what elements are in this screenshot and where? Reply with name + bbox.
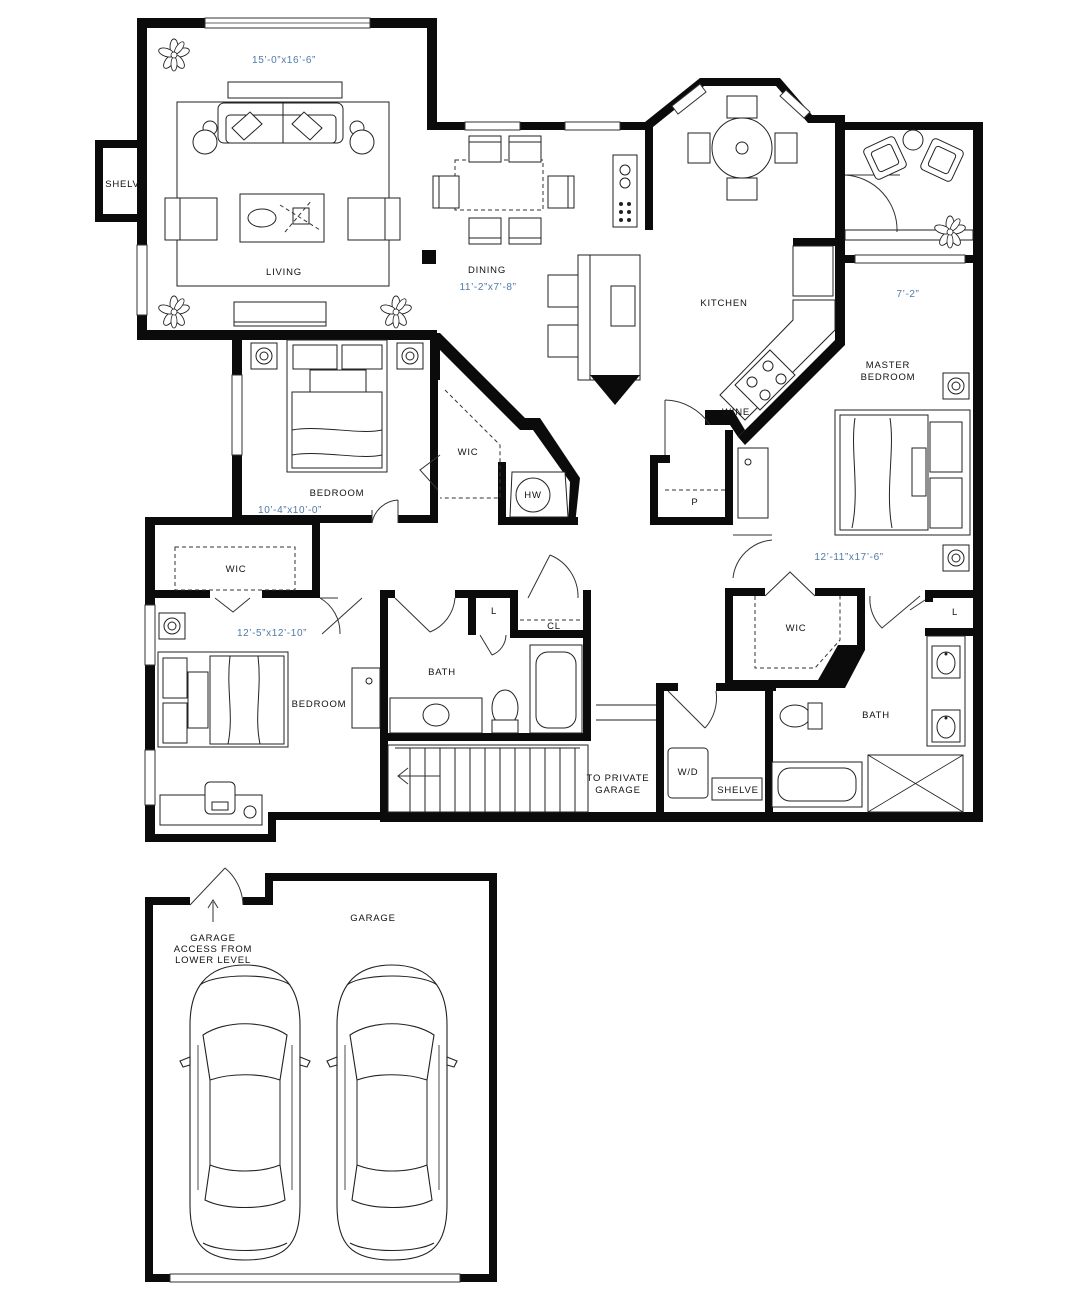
armchair-icon bbox=[920, 138, 964, 182]
plant-icon bbox=[379, 295, 413, 329]
pantry-label: P bbox=[691, 497, 698, 508]
wine-label: WINE bbox=[722, 407, 750, 418]
dining-dim: 11’-2”x7’-8” bbox=[459, 282, 516, 293]
laundry: W/D SHELVE bbox=[667, 690, 763, 801]
plant-icon bbox=[157, 295, 191, 329]
armchair-icon bbox=[164, 197, 218, 241]
plant-icon bbox=[157, 38, 191, 72]
sink-icon bbox=[931, 645, 961, 679]
dining-label: DINING bbox=[468, 265, 506, 276]
bedroom-top: BEDROOM 10’-4”x10’-0” bbox=[250, 339, 424, 524]
master-bath: WIC L BATH bbox=[754, 571, 966, 813]
bedroom-top-dim: 10’-4”x10’-0” bbox=[258, 505, 322, 516]
tub-icon bbox=[771, 761, 863, 808]
living-dim: 15’-0”x16’-6” bbox=[252, 55, 316, 66]
kitchen-label: KITCHEN bbox=[700, 298, 747, 309]
toilet-icon bbox=[779, 702, 823, 730]
sofa-icon bbox=[217, 102, 344, 144]
stairs: TO PRIVATE GARAGE bbox=[387, 704, 656, 813]
bath-center-label: BATH bbox=[428, 667, 456, 678]
sink-icon bbox=[931, 709, 961, 743]
living-label: LIVING bbox=[266, 267, 302, 278]
dining-room: DINING 11’-2”x7’-8” bbox=[432, 135, 638, 293]
porch bbox=[844, 129, 974, 249]
garage-access-2: ACCESS FROM bbox=[174, 944, 252, 955]
master-bedroom: 7’-2” MASTER BEDROOM 12’-11”x17’-6” bbox=[732, 289, 971, 579]
desk-icon bbox=[159, 781, 263, 826]
to-garage-1: TO PRIVATE bbox=[587, 773, 650, 784]
hw-label: HW bbox=[524, 490, 541, 501]
garage-access-3: LOWER LEVEL bbox=[175, 955, 251, 966]
wic-hw: WIC HW bbox=[419, 389, 569, 518]
toilet-icon bbox=[491, 689, 519, 734]
master-label-2: BEDROOM bbox=[861, 372, 916, 383]
bedroom-left-dim: 12’-5”x12’-10” bbox=[237, 628, 307, 639]
nightstand-icon bbox=[250, 342, 278, 370]
shelve-laundry-label: SHELVE bbox=[717, 785, 759, 796]
plant-icon bbox=[933, 215, 967, 249]
table-icon bbox=[239, 193, 325, 243]
garage: GARAGE ACCESS FROM LOWER LEVEL GARAGE bbox=[174, 867, 458, 1261]
closet-center-label: CL bbox=[547, 621, 561, 632]
nightstand-icon bbox=[158, 612, 186, 640]
wd-label: W/D bbox=[678, 767, 699, 778]
bedroom-left: WIC BEDROOM 12’-5”x12’-10” bbox=[157, 546, 381, 826]
nightstand-icon bbox=[942, 372, 970, 400]
armchair-icon bbox=[863, 136, 907, 180]
shelve-left-label: SHELVE bbox=[105, 179, 147, 190]
walls bbox=[95, 18, 983, 1282]
wic-left-label: WIC bbox=[226, 564, 247, 575]
bedroom-top-label: BEDROOM bbox=[310, 488, 365, 499]
linen-center-label: L bbox=[491, 606, 497, 617]
bed-icon bbox=[157, 651, 289, 748]
wic-center-label: WIC bbox=[458, 447, 479, 458]
bed-icon bbox=[834, 409, 971, 536]
nightstand-icon bbox=[942, 544, 970, 572]
wic-master-label: WIC bbox=[786, 623, 807, 634]
bath-center: L CL BATH bbox=[389, 554, 583, 734]
stove-icon bbox=[734, 349, 796, 411]
tub-icon bbox=[529, 644, 583, 734]
bath-master-label: BATH bbox=[862, 710, 890, 721]
car-icon bbox=[326, 964, 458, 1261]
windows bbox=[136, 17, 966, 1283]
master-dim: 12’-11”x17’-6” bbox=[814, 552, 883, 563]
master-label-1: MASTER bbox=[866, 360, 910, 371]
living-room: 15’-0”x16’-6” LIVING SHELVE bbox=[105, 38, 413, 329]
to-garage-2: GARAGE bbox=[595, 785, 640, 796]
car-icon bbox=[179, 964, 311, 1261]
nightstand-icon bbox=[396, 342, 424, 370]
bed-icon bbox=[286, 339, 388, 473]
bedroom-left-label: BEDROOM bbox=[292, 699, 347, 710]
garage-access-1: GARAGE bbox=[190, 933, 235, 944]
linen-master-label: L bbox=[952, 607, 958, 618]
armchair-icon bbox=[347, 197, 401, 241]
garage-label: GARAGE bbox=[350, 913, 395, 924]
master-dim-top: 7’-2” bbox=[896, 289, 919, 300]
kitchen: KITCHEN WINE P bbox=[547, 95, 836, 508]
